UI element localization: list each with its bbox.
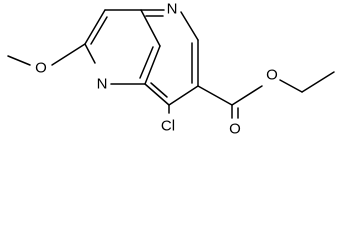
molecule-canvas: N N O Cl O O	[7, 1, 335, 138]
structure-diagram: N N O Cl O O	[7, 1, 335, 138]
bond	[84, 9, 106, 45]
atom-label-o-ester: O	[266, 67, 278, 84]
bond	[144, 83, 170, 106]
atom-label-o-methoxy: O	[35, 60, 47, 77]
bond	[90, 16, 108, 45]
bond	[231, 85, 263, 106]
bond	[168, 85, 199, 106]
bond	[84, 43, 96, 64]
bond-layer	[7, 9, 335, 119]
bond	[279, 79, 303, 93]
bond	[144, 45, 161, 85]
atom-label-layer: N N O Cl O O	[35, 1, 278, 138]
bond	[51, 43, 86, 66]
atom-label-o-carbonyl: O	[229, 121, 241, 138]
atom-label-n-top: N	[167, 1, 178, 18]
atom-label-cl: Cl	[161, 118, 175, 135]
bond	[301, 71, 335, 93]
bond	[150, 82, 168, 98]
atom-label-n-bottom: N	[97, 76, 108, 93]
bond	[180, 11, 199, 41]
bond	[140, 9, 161, 47]
bond	[197, 85, 233, 106]
bond	[7, 55, 31, 66]
bond	[139, 46, 154, 79]
